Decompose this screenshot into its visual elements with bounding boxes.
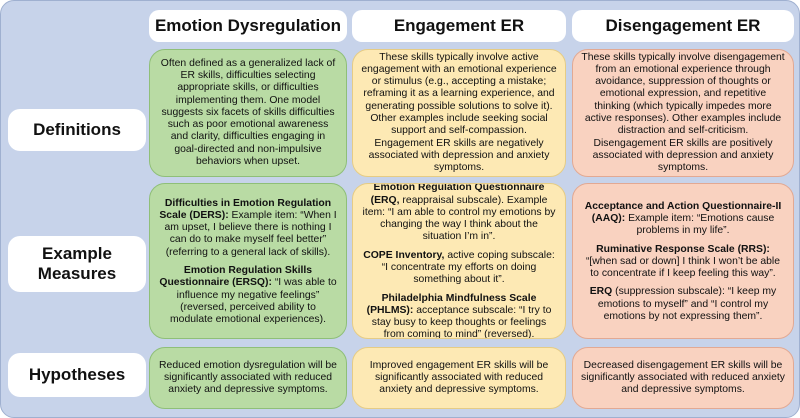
measures-disengagement: Acceptance and Action Questionnaire-II (… — [572, 183, 794, 339]
header-engagement-er: Engagement ER — [352, 10, 566, 42]
measure-ersq: Emotion Regulation Skills Questionnaire … — [158, 265, 338, 326]
measure-name: Emotion Regulation Skills Questionnaire … — [159, 265, 313, 289]
measure-name: Difficulties in Emotion Regulation Scale… — [159, 197, 332, 221]
hypothesis-dysregulation: Reduced emotion dysregulation will be si… — [149, 347, 347, 409]
measure-text: active coping subscale: “I concentrate m… — [381, 249, 555, 286]
definition-dysregulation: Often defined as a generalized lack of E… — [149, 49, 347, 177]
measure-name: Ruminative Response Scale (RRS): — [596, 243, 770, 255]
measures-dysregulation: Difficulties in Emotion Regulation Scale… — [149, 183, 347, 339]
measure-name: ERQ — [589, 286, 613, 298]
measures-engagement: Emotion Regulation Questionnaire (ERQ, r… — [352, 183, 566, 339]
measure-aaq: Acceptance and Action Questionnaire-II (… — [581, 201, 785, 238]
definition-disengagement: These skills typically involve disengage… — [572, 49, 794, 177]
row-label-example-measures: Example Measures — [8, 236, 146, 292]
measure-name: Emotion Regulation Questionnaire (ERQ, — [370, 183, 545, 206]
row-label-definitions: Definitions — [8, 109, 146, 151]
definition-engagement: These skills typically involve active en… — [352, 49, 566, 177]
measure-cope: COPE Inventory, active coping subscale: … — [361, 250, 557, 287]
measure-erq-suppression: ERQ (suppression subscale): “I keep my e… — [581, 286, 785, 323]
measure-text: Example item: “When I am upset, I believ… — [164, 209, 337, 258]
header-emotion-dysregulation: Emotion Dysregulation — [149, 10, 347, 42]
hypothesis-disengagement: Decreased disengagement ER skills will b… — [572, 347, 794, 409]
measure-name: Philadelphia Mindfulness Scale (PHLMS): — [366, 292, 537, 316]
measure-text: “[when sad or down] I think I won’t be a… — [585, 255, 781, 280]
measure-text: “I was able to influence my negative fee… — [170, 277, 337, 326]
measure-name: Acceptance and Action Questionnaire-II (… — [584, 200, 782, 225]
measure-erq-reappraisal: Emotion Regulation Questionnaire (ERQ, r… — [361, 183, 557, 244]
measure-text: Example item: “Emotions cause problems i… — [625, 213, 775, 237]
measure-text: acceptance subscale: “I try to stay busy… — [371, 304, 552, 339]
measure-text: (suppression subscale): “I keep my emoti… — [597, 286, 777, 322]
measure-text: reappraisal subscale). Example item: “I … — [362, 194, 556, 243]
row-label-hypotheses: Hypotheses — [8, 353, 146, 397]
measure-phlms: Philadelphia Mindfulness Scale (PHLMS): … — [361, 292, 557, 339]
measure-ders: Difficulties in Emotion Regulation Scale… — [158, 198, 338, 259]
measure-name: COPE Inventory, — [363, 249, 445, 261]
hypothesis-engagement: Improved engagement ER skills will be si… — [352, 347, 566, 409]
measure-rrs: Ruminative Response Scale (RRS): “[when … — [581, 244, 785, 281]
header-disengagement-er: Disengagement ER — [572, 10, 794, 42]
